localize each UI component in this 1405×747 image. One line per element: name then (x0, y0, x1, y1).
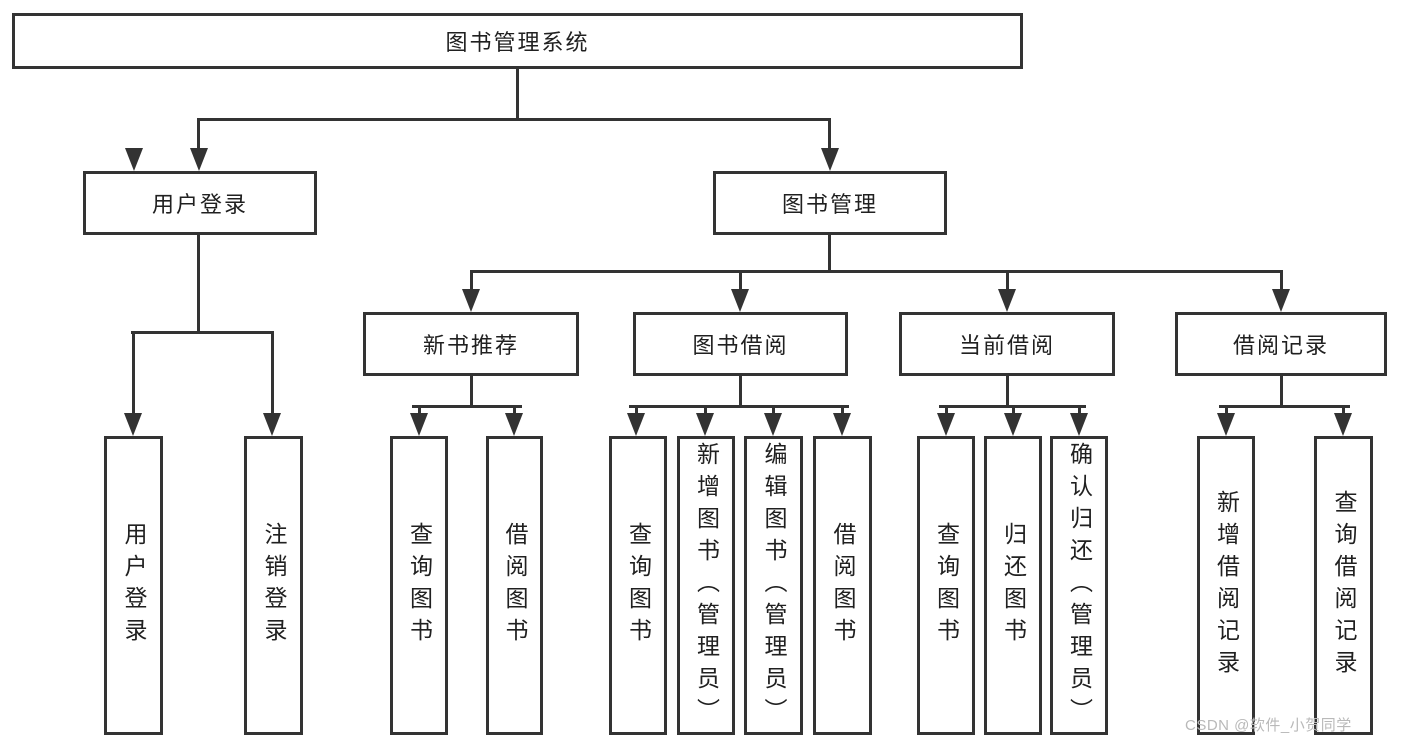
node-borrow-records-label: 借阅记录 (1232, 333, 1329, 358)
connector-line (513, 405, 516, 417)
connector-line (828, 118, 831, 150)
watermark-text: CSDN @软件_小贺同学 (1185, 717, 1352, 734)
arrowhead (124, 413, 142, 436)
connector-line (197, 118, 200, 150)
connector-line (1280, 270, 1283, 295)
connector-line (197, 118, 831, 121)
connector-line (470, 270, 1283, 273)
connector-line (704, 405, 707, 417)
node-book-management-label: 图书管理 (781, 192, 878, 217)
leaf-edit-books-admin-label: 编辑图书（管理员） (761, 441, 787, 730)
leaf-newbooks-borrow: 借阅图书 (486, 436, 543, 735)
connector-line (271, 331, 274, 416)
leaf-add-borrow-record-label: 新增借阅记录 (1213, 489, 1240, 682)
arrowhead (627, 413, 645, 436)
node-borrow-records: 借阅记录 (1175, 312, 1387, 376)
leaf-add-books-admin-label: 新增图书（管理员） (693, 441, 720, 730)
arrowhead (1334, 413, 1352, 436)
connector-line (1078, 405, 1081, 417)
leaf-newbooks-query: 查询图书 (390, 436, 448, 735)
connector-line (1280, 373, 1283, 408)
node-root: 图书管理系统 (12, 13, 1023, 69)
arrowhead (410, 413, 428, 436)
arrowhead (1217, 413, 1235, 436)
node-book-borrow-label: 图书借阅 (692, 333, 789, 358)
leaf-borrow-query-books: 查询图书 (609, 436, 667, 735)
leaf-newbooks-query-label: 查询图书 (406, 521, 433, 650)
leaf-user-login-label: 用户登录 (121, 521, 147, 650)
arrowhead (731, 289, 749, 312)
arrowhead (263, 413, 281, 436)
arrowhead (505, 413, 523, 436)
leaf-borrow-books: 借阅图书 (813, 436, 872, 735)
arrowhead (1004, 413, 1022, 436)
node-new-book-recommend: 新书推荐 (363, 312, 579, 376)
leaf-newbooks-borrow-label: 借阅图书 (502, 521, 528, 650)
connector-line (1012, 405, 1015, 417)
connector-line (945, 405, 948, 417)
leaf-edit-books-admin: 编辑图书（管理员） (744, 436, 803, 735)
leaf-current-query-books-label: 查询图书 (933, 521, 960, 650)
arrowhead (764, 413, 782, 436)
leaf-user-login: 用户登录 (104, 436, 163, 735)
node-book-management: 图书管理 (713, 171, 947, 235)
connector-line (418, 405, 421, 417)
leaf-add-borrow-record: 新增借阅记录 (1197, 436, 1255, 735)
node-current-borrow: 当前借阅 (899, 312, 1115, 376)
connector-line (1219, 405, 1350, 408)
arrowhead (190, 148, 208, 171)
connector-line (635, 405, 638, 417)
leaf-logout: 注销登录 (244, 436, 303, 735)
node-root-label: 图书管理系统 (445, 30, 590, 55)
arrowhead (821, 148, 839, 171)
connector-line (131, 331, 274, 334)
arrowhead (462, 289, 480, 312)
connector-line (412, 405, 522, 408)
connector-line (739, 373, 742, 408)
node-book-borrow: 图书借阅 (633, 312, 848, 376)
node-new-book-recommend-label: 新书推荐 (422, 333, 519, 358)
leaf-confirm-return-admin: 确认归还（管理员） (1050, 436, 1108, 735)
connector-line (1006, 270, 1009, 295)
leaf-return-books-label: 归还图书 (1000, 521, 1027, 650)
arrowhead (125, 148, 143, 171)
connector-line (772, 405, 775, 417)
leaf-logout-label: 注销登录 (261, 521, 287, 650)
connector-line (828, 234, 831, 273)
connector-line (197, 234, 200, 334)
leaf-add-books-admin: 新增图书（管理员） (677, 436, 735, 735)
connector-line (516, 68, 519, 121)
arrowhead (1272, 289, 1290, 312)
leaf-borrow-query-books-label: 查询图书 (625, 521, 652, 650)
connector-line (1225, 405, 1228, 417)
leaf-query-borrow-record: 查询借阅记录 (1314, 436, 1373, 735)
node-user-login: 用户登录 (83, 171, 317, 235)
connector-line (1006, 373, 1009, 408)
arrowhead (696, 413, 714, 436)
leaf-current-query-books: 查询图书 (917, 436, 975, 735)
leaf-query-borrow-record-label: 查询借阅记录 (1331, 489, 1357, 682)
connector-line (1342, 405, 1345, 417)
leaf-return-books: 归还图书 (984, 436, 1042, 735)
connector-line (470, 270, 473, 295)
arrowhead (1070, 413, 1088, 436)
connector-line (841, 405, 844, 417)
leaf-confirm-return-admin-label: 确认归还（管理员） (1066, 441, 1093, 730)
leaf-borrow-books-label: 借阅图书 (830, 521, 856, 650)
node-current-borrow-label: 当前借阅 (958, 333, 1055, 358)
arrowhead (998, 289, 1016, 312)
connector-line (470, 373, 473, 408)
connector-line (629, 405, 849, 408)
arrowhead (937, 413, 955, 436)
node-user-login-label: 用户登录 (151, 192, 248, 217)
arrowhead (833, 413, 851, 436)
connector-line (132, 331, 135, 416)
connector-line (739, 270, 742, 295)
